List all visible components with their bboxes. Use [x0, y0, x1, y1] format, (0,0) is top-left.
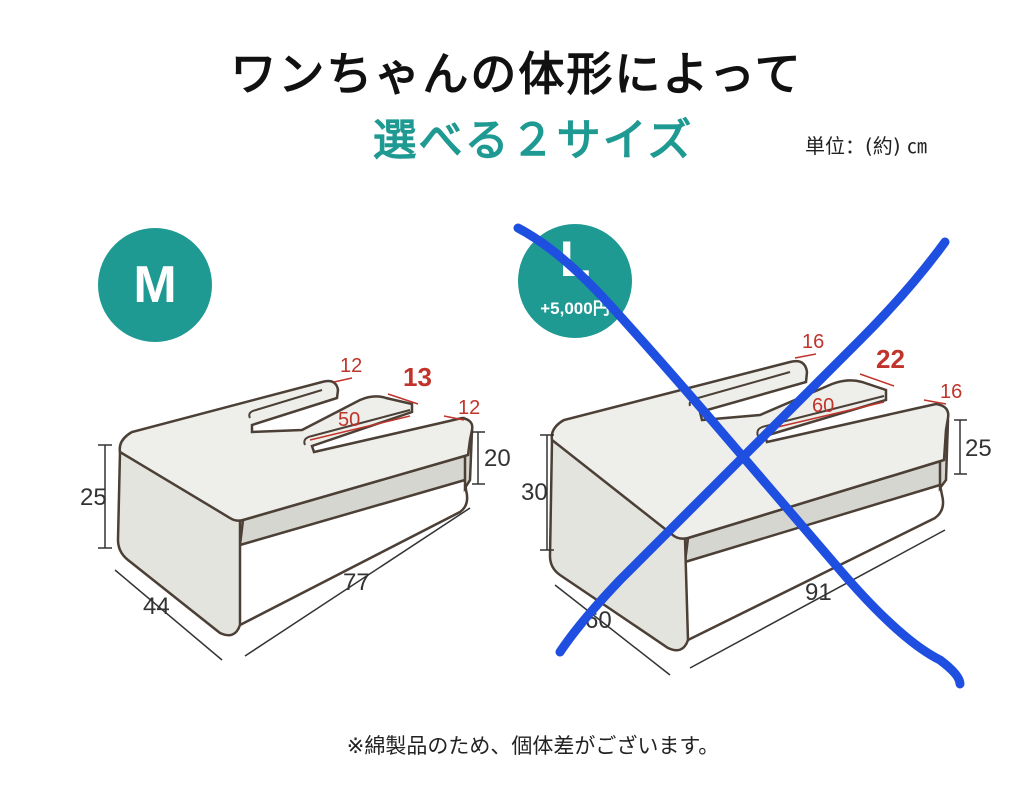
m-width: 44 [143, 593, 170, 620]
m-length: 77 [343, 569, 370, 596]
size-badge-l-label: L [559, 230, 591, 287]
size-badge-l-price: +5,000円 [540, 298, 610, 318]
l-side-right: 16 [940, 381, 962, 403]
m-height-front: 20 [484, 445, 511, 472]
l-width: 60 [585, 607, 612, 634]
size-badge-m: M [98, 228, 212, 342]
page-subtitle: 選べる２サイズ [372, 115, 694, 166]
l-side-left: 16 [802, 331, 824, 353]
l-slot-length: 60 [812, 395, 834, 417]
m-side-right: 12 [458, 397, 480, 419]
m-middle: 13 [403, 362, 432, 392]
size-badge-l: L +5,000円 [518, 224, 632, 338]
size-badge-m-label: M [133, 256, 177, 314]
footnote: ※綿製品のため、個体差がございます。 [346, 734, 720, 758]
l-height-back: 30 [521, 479, 548, 506]
m-height-back: 25 [80, 484, 107, 511]
m-side-left: 12 [340, 355, 362, 377]
page-title: ワンちゃんの体形によって [230, 47, 803, 101]
unit-label: 単位：(約) ㎝ [805, 134, 927, 158]
l-height-front: 25 [965, 435, 992, 462]
l-length: 91 [805, 579, 832, 606]
l-middle: 22 [876, 344, 905, 374]
m-slot-length: 50 [338, 409, 360, 431]
cushion-m-illustration [98, 377, 485, 661]
